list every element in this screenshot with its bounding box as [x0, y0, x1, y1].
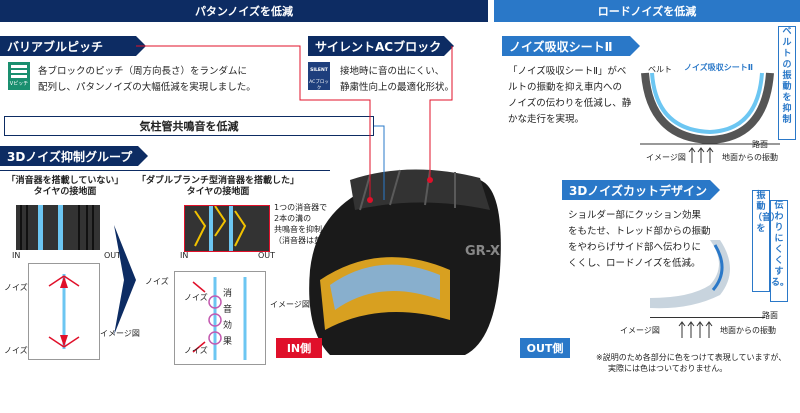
sheet-road-label: 路面 — [752, 139, 768, 150]
cut-vertical-box-2: 伝わりにくくする。 — [770, 200, 788, 302]
cut-design-diagram — [650, 240, 760, 310]
footnote-line2: 実際には色はついておりません。 — [596, 363, 786, 374]
cut-design-title: 3Dノイズカットデザイン — [562, 180, 710, 200]
noise-sheet-desc: 「ノイズ吸収シートⅡ」がベ ルトの振動を抑え車内への ノイズの伝わりを低減し、静… — [508, 64, 631, 128]
noise-sheet-diagram — [640, 68, 790, 148]
sheet-label: ノイズ吸収シートⅡ — [684, 62, 753, 73]
cut-vertical-box-1: 振動（音）を — [752, 190, 770, 292]
belt-label: ベルト — [648, 64, 672, 75]
noise-sheet-graphic — [640, 68, 790, 148]
sheet-image-fig-label: イメージ図 — [646, 152, 686, 163]
cut-up-arrows-graphic — [678, 318, 718, 338]
noise-sheet-desc-line1: 「ノイズ吸収シートⅡ」がベ — [508, 64, 631, 80]
cut-design-desc-line2: をもたせ、トレッド部からの振動 — [568, 224, 711, 240]
cut-design-title-text: 3Dノイズカットデザイン — [569, 182, 707, 199]
cut-design-graphic — [650, 240, 760, 310]
cut-design-desc-line1: ショルダー部にクッション効果 — [568, 208, 711, 224]
noise-sheet-desc-line2: ルトの振動を抑え車内への — [508, 80, 631, 96]
cut-vertical-text-2: 伝わりにくくする。 — [771, 201, 789, 288]
noise-sheet-title: ノイズ吸収シートⅡ — [502, 36, 630, 56]
noise-sheet-title-text: ノイズ吸収シートⅡ — [509, 38, 613, 55]
noise-sheet-desc-line4: かな走行を実現。 — [508, 112, 631, 128]
footnote: ※説明のため各部分に色をつけて表現していますが、 実際には色はついておりません。 — [596, 352, 786, 374]
sheet-road-vibration-label: 地面からの振動 — [722, 152, 778, 163]
cut-road-label: 路面 — [762, 310, 778, 321]
noise-sheet-desc-line3: ノイズの伝わりを低減し、静 — [508, 96, 631, 112]
footnote-line1: ※説明のため各部分に色をつけて表現していますが、 — [596, 352, 786, 363]
cut-up-arrows-icon — [678, 318, 718, 342]
sheet-up-arrows-icon — [688, 145, 716, 167]
sheet-up-arrows-graphic — [688, 145, 716, 163]
cut-image-fig-label: イメージ図 — [620, 325, 660, 336]
belt-vibration-vertical-text: ベルトの振動を抑制 — [778, 26, 796, 140]
cut-road-vibration-label: 地面からの振動 — [720, 325, 776, 336]
